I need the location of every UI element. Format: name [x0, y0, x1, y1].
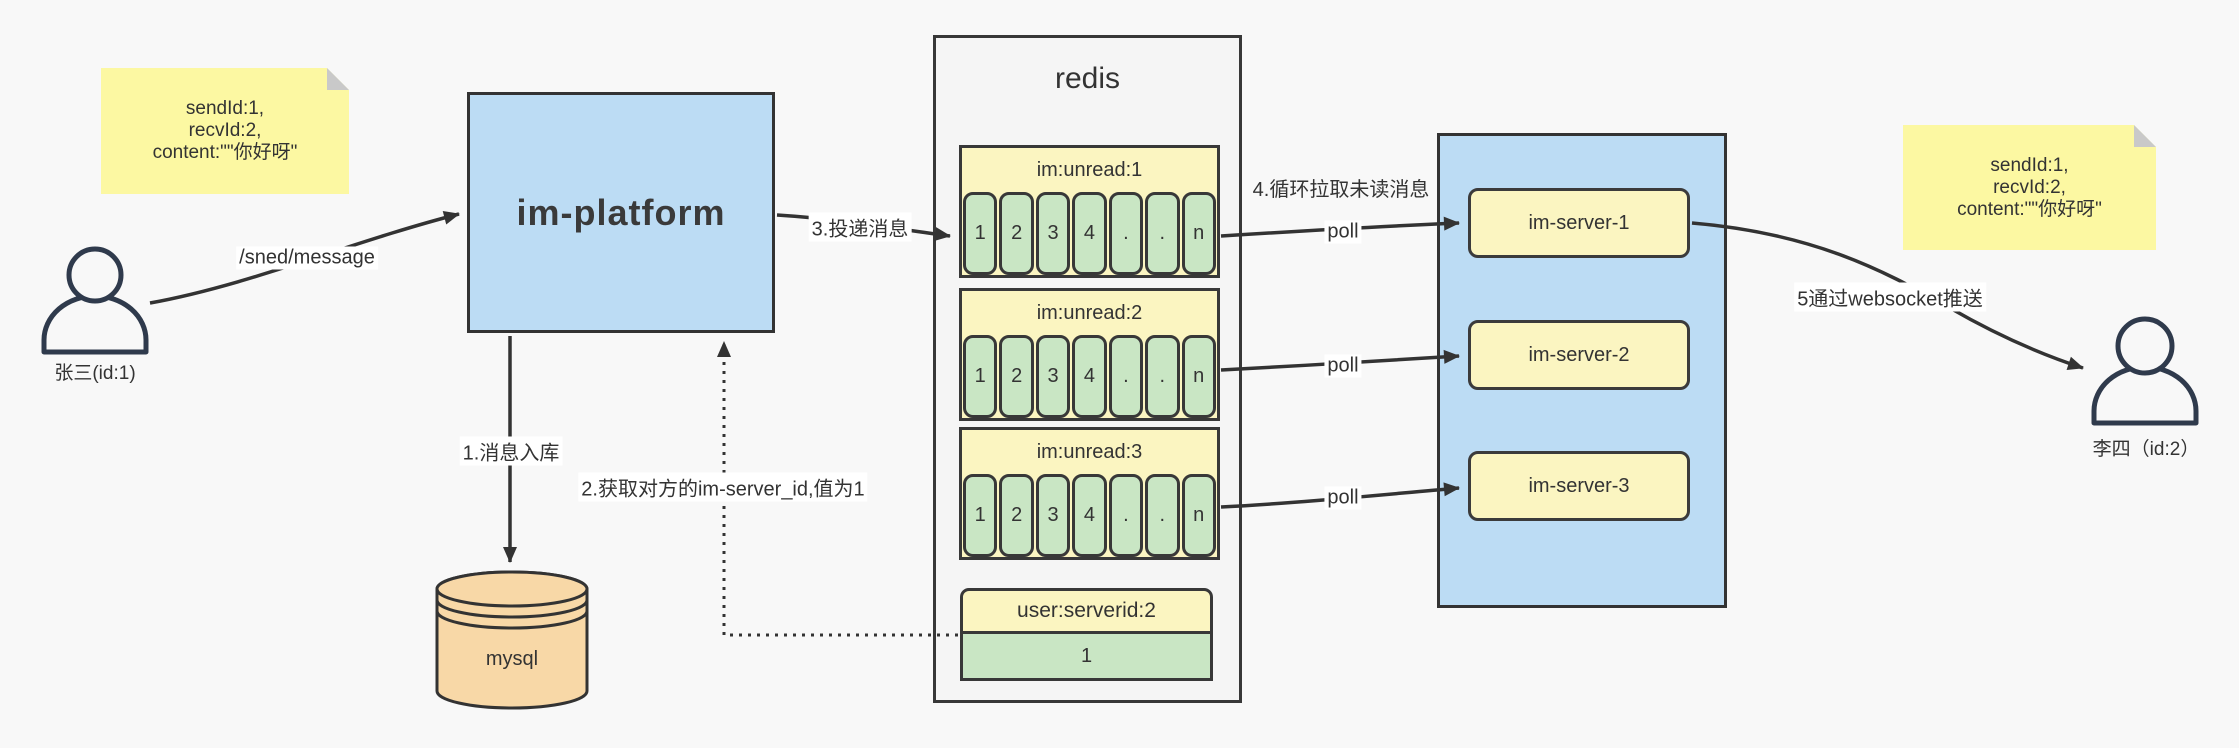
- mysql-label: mysql: [485, 648, 539, 670]
- queue-cell: .: [1108, 335, 1144, 418]
- queue-cell: 3: [1035, 474, 1071, 557]
- queue-cell: 3: [1035, 335, 1071, 418]
- queue-im-unread-3: im:unread:3 1 2 3 4 . . n: [959, 427, 1220, 560]
- note-sender-payload: sendId:1, recvId:2, content:""你好呀": [101, 68, 349, 194]
- queue-cell: n: [1181, 474, 1216, 557]
- note-line: recvId:2,: [188, 120, 262, 141]
- note-line: content:""你好呀": [152, 142, 298, 163]
- im-server-panel: im-server-1 im-server-2 im-server-3: [1437, 133, 1727, 608]
- im-platform-node: im-platform: [467, 92, 775, 333]
- im-server-2-node: im-server-2: [1468, 320, 1690, 390]
- mysql-cylinder: [435, 570, 589, 710]
- queue-im-unread-1: im:unread:1 1 2 3 4 . . n: [959, 145, 1220, 278]
- user-serverid-node: user:serverid:2 1: [960, 588, 1213, 681]
- edge-label-poll-2: poll: [1324, 354, 1362, 378]
- queue-cell: 2: [999, 192, 1034, 275]
- receiver-person-icon: [2091, 316, 2199, 426]
- user-serverid-value: 1: [960, 634, 1213, 681]
- note-line: recvId:2,: [1993, 176, 2066, 198]
- sender-label: 张三(id:1): [54, 363, 136, 384]
- receiver-label: 李四（id:2）: [2092, 439, 2200, 460]
- queue-cell: 1: [963, 474, 998, 557]
- note-line: content:""你好呀": [1957, 198, 2102, 220]
- queue-cell: n: [1181, 192, 1216, 275]
- queue-cells: 1 2 3 4 . . n: [962, 192, 1217, 275]
- im-server-label: im-server-1: [1528, 211, 1630, 234]
- queue-cell: .: [1145, 335, 1180, 418]
- redis-title: redis: [1054, 62, 1121, 95]
- queue-cell: 3: [1035, 192, 1071, 275]
- im-platform-label: im-platform: [516, 191, 726, 233]
- im-server-1-node: im-server-1: [1468, 188, 1690, 258]
- queue-header: im:unread:1: [1036, 158, 1143, 181]
- queue-cell: 2: [999, 335, 1034, 418]
- note-line: sendId:1,: [1990, 154, 2069, 176]
- queue-cell: .: [1108, 474, 1144, 557]
- note-receiver-payload: sendId:1, recvId:2, content:""你好呀": [1903, 125, 2156, 250]
- queue-cell: 2: [999, 474, 1034, 557]
- edge-label-deliver: 3.投递消息: [808, 212, 912, 242]
- queue-cell: 4: [1072, 335, 1107, 418]
- edge-label-send-api: /sned/message: [236, 246, 378, 270]
- queue-cell: 1: [963, 335, 998, 418]
- edge-label-push: 5通过websocket推送: [1794, 282, 1986, 312]
- queue-cell: .: [1108, 192, 1144, 275]
- im-server-label: im-server-3: [1528, 474, 1630, 497]
- note-line: sendId:1,: [185, 98, 265, 119]
- queue-cells: 1 2 3 4 . . n: [962, 474, 1217, 557]
- queue-header: im:unread:2: [1036, 301, 1143, 324]
- im-server-label: im-server-2: [1528, 343, 1630, 366]
- queue-cell: 4: [1072, 192, 1107, 275]
- edge-label-poll-loop: 4.循环拉取未读消息: [1252, 179, 1430, 201]
- queue-cell: 1: [963, 192, 998, 275]
- queue-cell: n: [1181, 335, 1216, 418]
- edge-label-poll-1: poll: [1324, 220, 1362, 244]
- edge-label-get-server-id: 2.获取对方的im-server_id,值为1: [578, 472, 868, 502]
- im-server-3-node: im-server-3: [1468, 451, 1690, 521]
- sender-person-icon: [41, 246, 149, 355]
- queue-im-unread-2: im:unread:2 1 2 3 4 . . n: [959, 288, 1220, 421]
- queue-cell: .: [1145, 192, 1180, 275]
- queue-cells: 1 2 3 4 . . n: [962, 335, 1217, 418]
- queue-header: im:unread:3: [1036, 440, 1143, 463]
- edge-label-poll-3: poll: [1324, 486, 1362, 510]
- queue-cell: 4: [1072, 474, 1107, 557]
- redis-container: redis im:unread:1 1 2 3 4 . . n im:unrea…: [933, 35, 1242, 703]
- edge-label-store-message: 1.消息入库: [459, 436, 563, 466]
- queue-cell: .: [1145, 474, 1180, 557]
- user-serverid-header: user:serverid:2: [960, 588, 1213, 634]
